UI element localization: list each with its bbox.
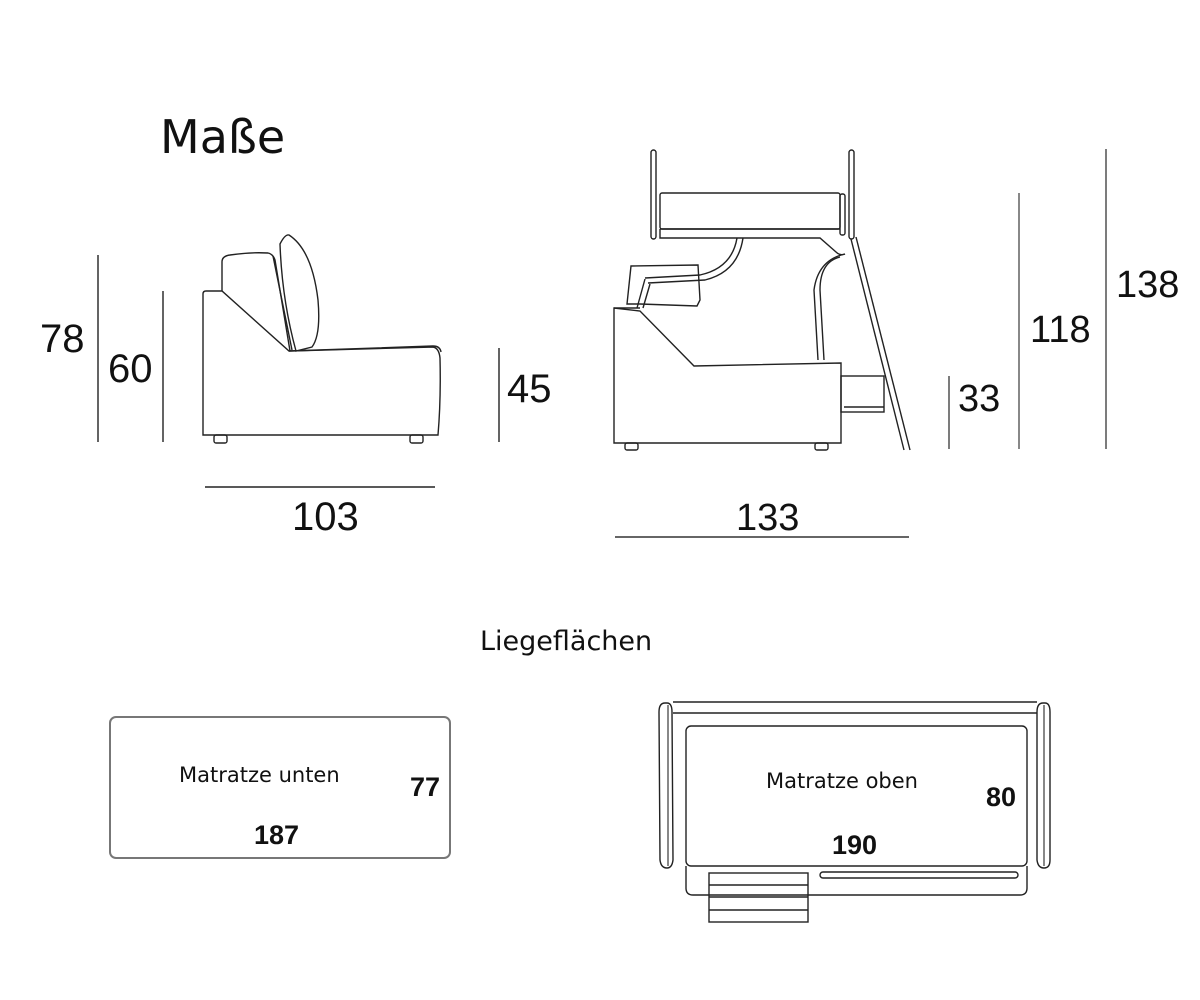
dim-sofa-depth: 103 — [292, 495, 359, 539]
lower-mattress-drawing — [109, 716, 451, 859]
dim-sofa-seat-height: 45 — [507, 367, 552, 411]
page-title: Maße — [160, 110, 286, 164]
mattress-lower-length: 187 — [254, 820, 300, 850]
dim-bed-lower-height: 33 — [958, 378, 1001, 420]
mattress-lower-width: 77 — [410, 772, 441, 802]
dim-bed-total-height: 138 — [1116, 264, 1180, 306]
dim-bed-depth: 133 — [736, 497, 800, 539]
mattress-lower-label: Matratze unten — [179, 763, 340, 787]
mattress-upper-width: 80 — [986, 782, 1017, 812]
mattress-upper-length: 190 — [832, 830, 878, 860]
section-title: Liegeflächen — [480, 626, 653, 657]
upper-bed-plan-drawing — [658, 701, 1051, 923]
dim-sofa-total-height: 78 — [40, 317, 85, 361]
dim-sofa-back-height: 60 — [108, 347, 153, 391]
dim-bed-mid-height: 118 — [1030, 309, 1091, 351]
sofa-side-view-drawing — [97, 234, 500, 488]
bed-side-view-drawing — [613, 149, 1107, 538]
mattress-upper-label: Matratze oben — [766, 769, 918, 793]
